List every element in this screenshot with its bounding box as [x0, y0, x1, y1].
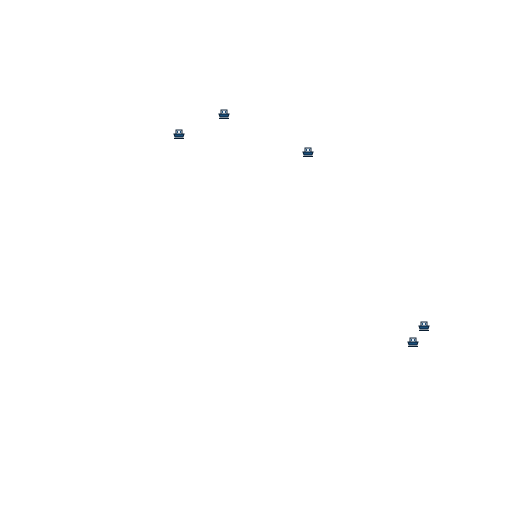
map-marker-boat-icon[interactable]	[418, 320, 430, 332]
map-marker-boat-icon[interactable]	[407, 336, 419, 348]
map-marker-boat-icon[interactable]	[217, 0, 229, 1]
map-marker-boat-icon[interactable]	[218, 108, 230, 120]
map-marker-boat-icon[interactable]	[173, 128, 185, 140]
map-marker-boat-icon[interactable]	[302, 146, 314, 158]
